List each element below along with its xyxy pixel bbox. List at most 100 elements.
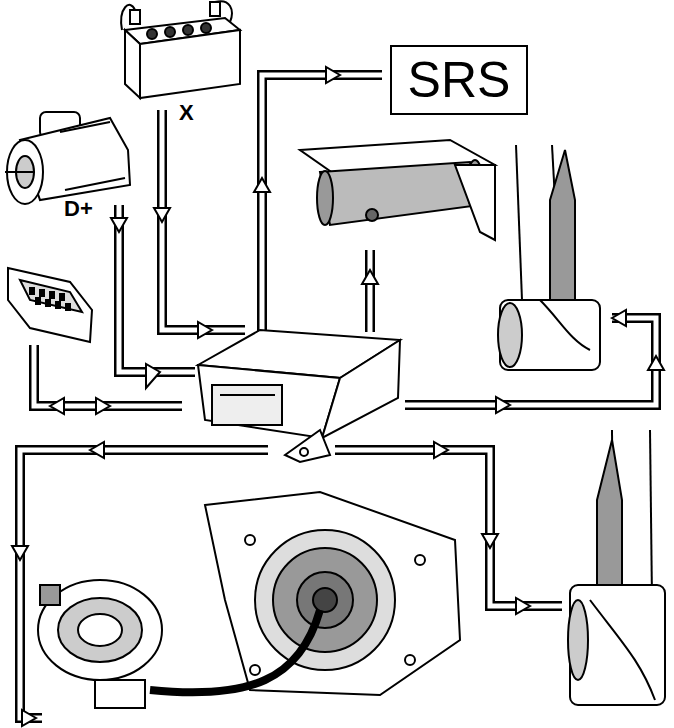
arrow-head [326, 67, 340, 83]
signal-name: D+ [62, 198, 95, 220]
arrow-head [146, 364, 160, 388]
control-module [212, 385, 282, 425]
arrow-head [434, 442, 448, 458]
diagnostic-connector [50, 292, 54, 298]
signal-route [162, 110, 245, 330]
battery [121, 5, 135, 30]
driver-airbag [297, 572, 353, 628]
diagnostic-connector [56, 302, 60, 308]
battery [210, 2, 220, 16]
diagnostic-connector [8, 268, 92, 342]
arrow-head [50, 398, 64, 414]
belt-pretensioner [516, 145, 522, 300]
diagnostic-connector [20, 280, 82, 312]
battery [125, 30, 140, 98]
side-airbag [320, 162, 480, 225]
label-box: SRS [390, 45, 528, 115]
arrow-head [254, 178, 270, 192]
driver-airbag [150, 610, 320, 692]
arrow-head [12, 67, 664, 726]
battery [147, 29, 157, 39]
control-module [220, 394, 275, 396]
signal-route [365, 250, 375, 332]
arrow-head [516, 598, 530, 614]
starter-motor [60, 122, 125, 190]
signal-route [20, 75, 656, 718]
belt-pretensioner [498, 145, 600, 370]
battery [201, 23, 211, 33]
arrow-head [22, 710, 36, 726]
control-module [198, 330, 400, 462]
control-module [322, 340, 400, 438]
starter-motor [5, 171, 35, 173]
diagnostic-connector [30, 288, 70, 310]
driver-airbag [415, 555, 425, 565]
starter-motor [5, 112, 130, 204]
belt-pretensioner [590, 600, 655, 700]
control-module [285, 430, 330, 462]
driver-airbag [313, 588, 337, 612]
arrow-head [482, 534, 498, 548]
clock-spring [38, 580, 162, 708]
battery [130, 10, 140, 24]
side-airbag [366, 209, 378, 221]
system-name: SRS [408, 55, 511, 105]
side-airbag [455, 165, 495, 240]
clock-spring [40, 585, 60, 605]
arrow-head [154, 208, 170, 222]
side-airbag [317, 171, 333, 225]
diagnostic-connector [30, 288, 34, 294]
belt-pretensioner [650, 430, 652, 600]
belt-pretensioner [597, 440, 622, 590]
driver-airbag [250, 665, 260, 675]
arrow-head [648, 356, 664, 370]
signal-route [20, 75, 656, 718]
belt-pretensioner [550, 150, 575, 300]
arrow-head [12, 546, 28, 560]
driver-airbag [255, 530, 395, 670]
battery [215, 1, 232, 22]
diagnostic-connector [8, 268, 92, 342]
clock-spring [78, 614, 122, 646]
arrow-head [362, 270, 378, 284]
belt-pretensioner [568, 430, 665, 705]
belt-pretensioner [540, 300, 590, 350]
battery [121, 1, 240, 98]
battery [165, 27, 175, 37]
belt-pretensioner [498, 303, 522, 367]
battery [183, 25, 193, 35]
diagnostic-connector [40, 290, 44, 296]
signal-route [368, 250, 373, 332]
signal-name: X [177, 102, 196, 124]
driver-airbag [273, 548, 377, 652]
control-module [300, 448, 308, 456]
side-airbag [300, 140, 495, 240]
driver-airbag [150, 492, 460, 695]
driver-airbag [245, 535, 255, 545]
driver-airbag [405, 655, 415, 665]
clock-spring [38, 580, 162, 680]
arrow-head [198, 322, 212, 338]
diagnostic-connector [36, 298, 40, 304]
diagnostic-connector [66, 304, 70, 310]
diagnostic-connector [60, 294, 64, 300]
signal-route [162, 110, 245, 330]
arrow-head [111, 218, 127, 232]
clock-spring [58, 598, 142, 662]
clock-spring [95, 680, 145, 708]
signal-route [119, 205, 195, 372]
signal-route [34, 345, 182, 406]
arrow-head [612, 310, 626, 326]
signal-route [119, 205, 195, 372]
driver-airbag [205, 492, 460, 695]
signal-route [20, 75, 656, 718]
arrow-head [96, 398, 110, 414]
control-module [198, 365, 340, 438]
arrow-head [496, 397, 510, 413]
diagnostic-connector [46, 300, 50, 306]
signal-route [34, 345, 182, 406]
belt-pretensioner [568, 600, 588, 680]
arrow-head [90, 442, 104, 458]
battery [140, 30, 240, 98]
